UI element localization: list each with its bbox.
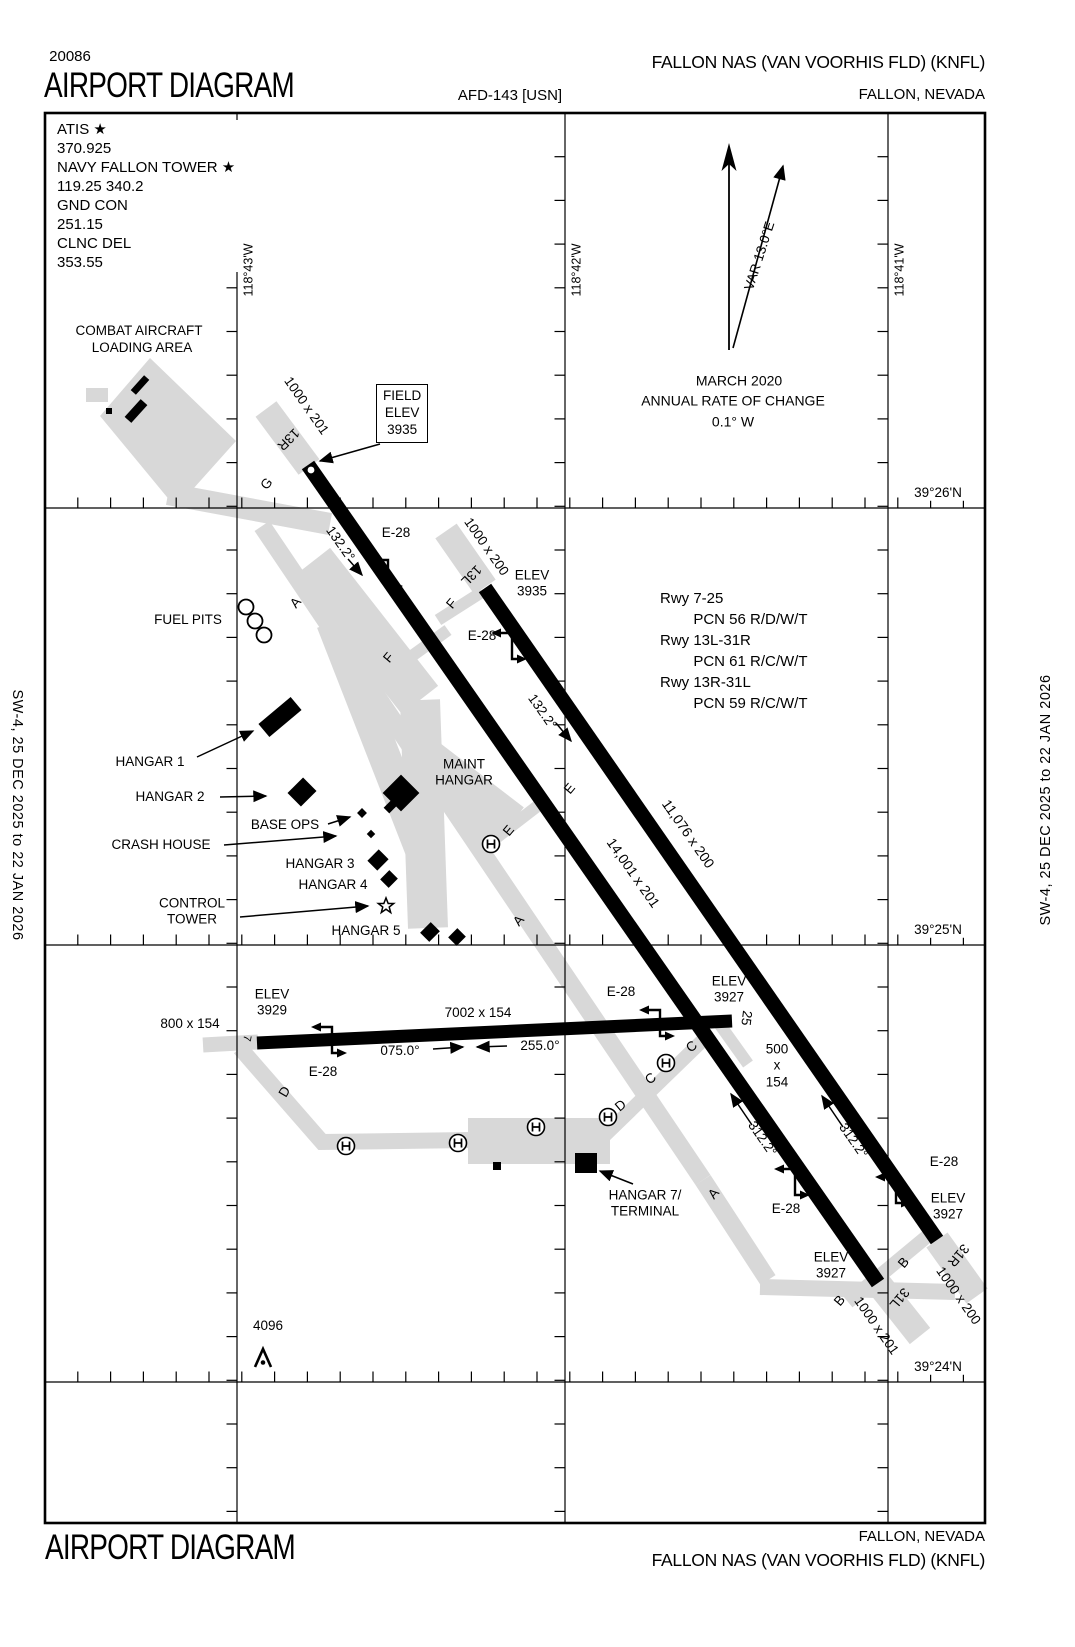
field-elevation-box: FIELD ELEV 3935	[376, 384, 429, 443]
control-tower-icon	[376, 895, 396, 915]
hangar1-building	[258, 696, 302, 738]
fuel-pits-icon	[237, 598, 273, 644]
north-arrow-icon	[721, 143, 786, 350]
latitude-label-1: 39°26'N	[912, 484, 964, 502]
hangar3-label: HANGAR 3	[285, 855, 355, 871]
runway-pcn-data: Rwy 7-25 PCN 56 R/D/W/T Rwy 13L-31R PCN …	[660, 590, 808, 712]
elev-31r: ELEV 3927	[930, 1190, 966, 1222]
longitude-label-3: 118°41'W	[892, 241, 908, 299]
chart-number: 20086	[49, 47, 91, 65]
control-tower-label: CONTROL TOWER	[158, 895, 226, 927]
taxiway-f-connector	[434, 586, 486, 626]
hangar3-building	[367, 849, 389, 871]
comm-frequencies: ATIS ★ 370.925 NAVY FALLON TOWER ★ 119.2…	[57, 120, 240, 272]
pad-500x154-dim: 500 x 154	[765, 1041, 789, 1090]
combat-loading-area-label-2: LOADING AREA	[91, 339, 193, 355]
overrun-rwy7	[202, 1034, 259, 1053]
hangar4-label: HANGAR 4	[298, 876, 368, 892]
crash-house-label: CRASH HOUSE	[111, 836, 211, 852]
obstacle-icon	[253, 1345, 273, 1368]
graticule-lines	[45, 113, 985, 1523]
main-apron	[293, 547, 439, 715]
footer-city-state: FALLON, NEVADA	[858, 1528, 985, 1545]
e28-label-2: E-28	[467, 627, 497, 643]
taxiway-d-pavement	[233, 1042, 471, 1151]
elev-31l: ELEV 3927	[813, 1249, 849, 1281]
footer-title: AIRPORT DIAGRAM	[45, 1528, 296, 1567]
hangar7-terminal-label: HANGAR 7/ TERMINAL	[608, 1187, 682, 1219]
obstacle-elevation-label: 4096	[252, 1317, 284, 1333]
elev-13l: ELEV 3935	[514, 567, 550, 599]
pad-500x154	[713, 1018, 753, 1068]
maint-hangar-label: MAINT HANGAR	[435, 756, 493, 788]
runway-13r-threshold-dot	[307, 466, 315, 474]
variation-date: MARCH 2020	[695, 372, 783, 389]
e28-label-1: E-28	[381, 524, 411, 540]
taxiway-c-pavement	[595, 1035, 707, 1146]
pavement-layer	[86, 358, 988, 1345]
latitude-label-3: 39°24'N	[912, 1358, 964, 1376]
buildings-layer	[106, 375, 597, 1173]
elev-rwy7: ELEV 3929	[254, 986, 290, 1018]
longitude-label-2: 118°42'W	[569, 241, 585, 299]
e28-label-4: E-28	[606, 983, 636, 999]
hangar2-label: HANGAR 2	[135, 788, 205, 804]
overrun-31r	[926, 1232, 988, 1304]
combat-loading-area-label-1: COMBAT AIRCRAFT	[75, 322, 203, 338]
runway-7-25	[256, 1014, 733, 1050]
runway-7-25-dim: 7002 x 154	[444, 1004, 512, 1020]
combat-loading-apron	[100, 358, 236, 508]
runway-13r-31l	[301, 460, 885, 1288]
e28-label-3: E-28	[308, 1063, 338, 1079]
page-title: AIRPORT DIAGRAM	[44, 66, 295, 105]
hangar1-label: HANGAR 1	[115, 753, 185, 769]
overrun-rwy7-dim: 800 x 154	[160, 1015, 220, 1031]
heading-255: 255.0°	[518, 1037, 562, 1055]
hangar7-terminal-building	[575, 1153, 597, 1173]
annual-rate-label: ANNUAL RATE OF CHANGE	[641, 392, 825, 409]
footer-airport-name: FALLON NAS (VAN VOORHIS FLD) (KNFL)	[651, 1550, 986, 1570]
annual-rate-value: 0.1° W	[711, 413, 755, 430]
magnetic-variation-arrow	[732, 164, 786, 349]
runway-layer	[256, 460, 944, 1288]
longitude-label-1: 118°43'W	[241, 241, 257, 299]
airport-name-header: FALLON NAS (VAN VOORHIS FLD) (KNFL)	[651, 52, 986, 72]
map-border	[43, 111, 987, 1525]
base-ops-building	[357, 808, 367, 818]
runway-13l-31r	[478, 583, 944, 1245]
latitude-label-2: 39°25'N	[912, 921, 964, 939]
overrun-13l	[435, 523, 496, 595]
edition-banner-right: SW-4, 25 DEC 2025 to 22 JAN 2026	[1038, 674, 1054, 926]
edition-banner-left: SW-4, 25 DEC 2025 to 22 JAN 2026	[9, 689, 25, 941]
elev-rwy25: ELEV 3927	[711, 973, 747, 1005]
hangar5-label: HANGAR 5	[331, 922, 401, 938]
fuel-pits-label: FUEL PITS	[154, 611, 222, 627]
taxiway-g-pavement	[165, 483, 333, 535]
maint-apron	[406, 741, 524, 849]
e28-label-6: E-28	[927, 1153, 961, 1171]
overrun-13r	[255, 401, 320, 475]
heading-075: 075.0°	[380, 1042, 420, 1058]
crash-house-building	[366, 829, 376, 839]
hangar5-building	[420, 922, 440, 942]
city-state-header: FALLON, NEVADA	[858, 86, 985, 103]
base-ops-label: BASE OPS	[250, 816, 320, 832]
e28-label-5: E-28	[771, 1200, 801, 1216]
hangar2-building	[287, 777, 317, 807]
leader-arrows	[196, 443, 844, 1185]
hangar4-building	[380, 870, 398, 888]
afd-reference: AFD-143 [USN]	[457, 86, 563, 104]
runway-id-25: 25	[738, 1009, 756, 1027]
